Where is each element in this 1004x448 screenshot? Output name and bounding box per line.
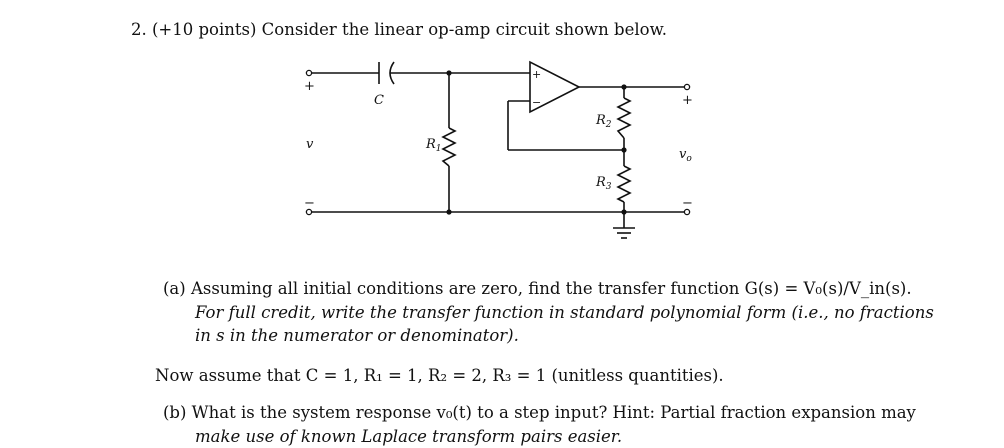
r3-label: R3 xyxy=(595,175,612,192)
part-a-instruction: For full credit, write the transfer func… xyxy=(195,303,934,322)
problem-heading: 2. (+10 points) Consider the linear op-a… xyxy=(131,20,668,39)
op-amp-symbol xyxy=(529,60,581,114)
part-b-question: (b) What is the system response v₀(t) to… xyxy=(163,403,916,422)
resistor-r2-symbol xyxy=(616,97,632,139)
output-plus-sign: + xyxy=(682,93,693,108)
r2-symbol: R xyxy=(595,113,606,128)
input-voltage-label: v xyxy=(306,137,314,152)
part-b-hint-continued: make use of known Laplace transform pair… xyxy=(195,427,623,446)
r1-symbol: R xyxy=(425,137,436,152)
capacitor-symbol xyxy=(378,61,395,85)
r2-label: R2 xyxy=(595,113,612,130)
r3-symbol: R xyxy=(595,175,606,190)
given-component-values: Now assume that C = 1, R₁ = 1, R₂ = 2, R… xyxy=(155,366,724,385)
op-amp-plus-input: + xyxy=(532,68,541,81)
circuit-wires xyxy=(312,72,684,239)
output-voltage-symbol: v xyxy=(679,147,687,162)
op-amp-minus-input: − xyxy=(532,96,541,109)
part-a-question: (a) Assuming all initial conditions are … xyxy=(163,279,912,298)
r1-subscript: 1 xyxy=(436,144,442,154)
output-voltage-label: vo xyxy=(679,147,692,164)
junction-dots xyxy=(446,70,627,215)
r3-subscript: 3 xyxy=(606,182,612,192)
output-minus-sign: − xyxy=(682,196,693,211)
r1-label: R1 xyxy=(425,137,442,154)
resistor-r1-symbol xyxy=(441,127,457,167)
output-voltage-subscript: o xyxy=(686,154,692,164)
input-minus-sign: − xyxy=(304,196,315,211)
op-amp-circuit-diagram: + v − + vo − C + − R1 R2 R3 xyxy=(304,60,693,239)
input-plus-sign: + xyxy=(304,79,315,94)
r2-subscript: 2 xyxy=(605,120,612,130)
part-a-instruction-continued: in s in the numerator or denominator). xyxy=(195,326,519,345)
terminals xyxy=(305,69,691,216)
capacitor-label: C xyxy=(374,93,384,108)
resistor-r3-symbol xyxy=(616,165,632,203)
